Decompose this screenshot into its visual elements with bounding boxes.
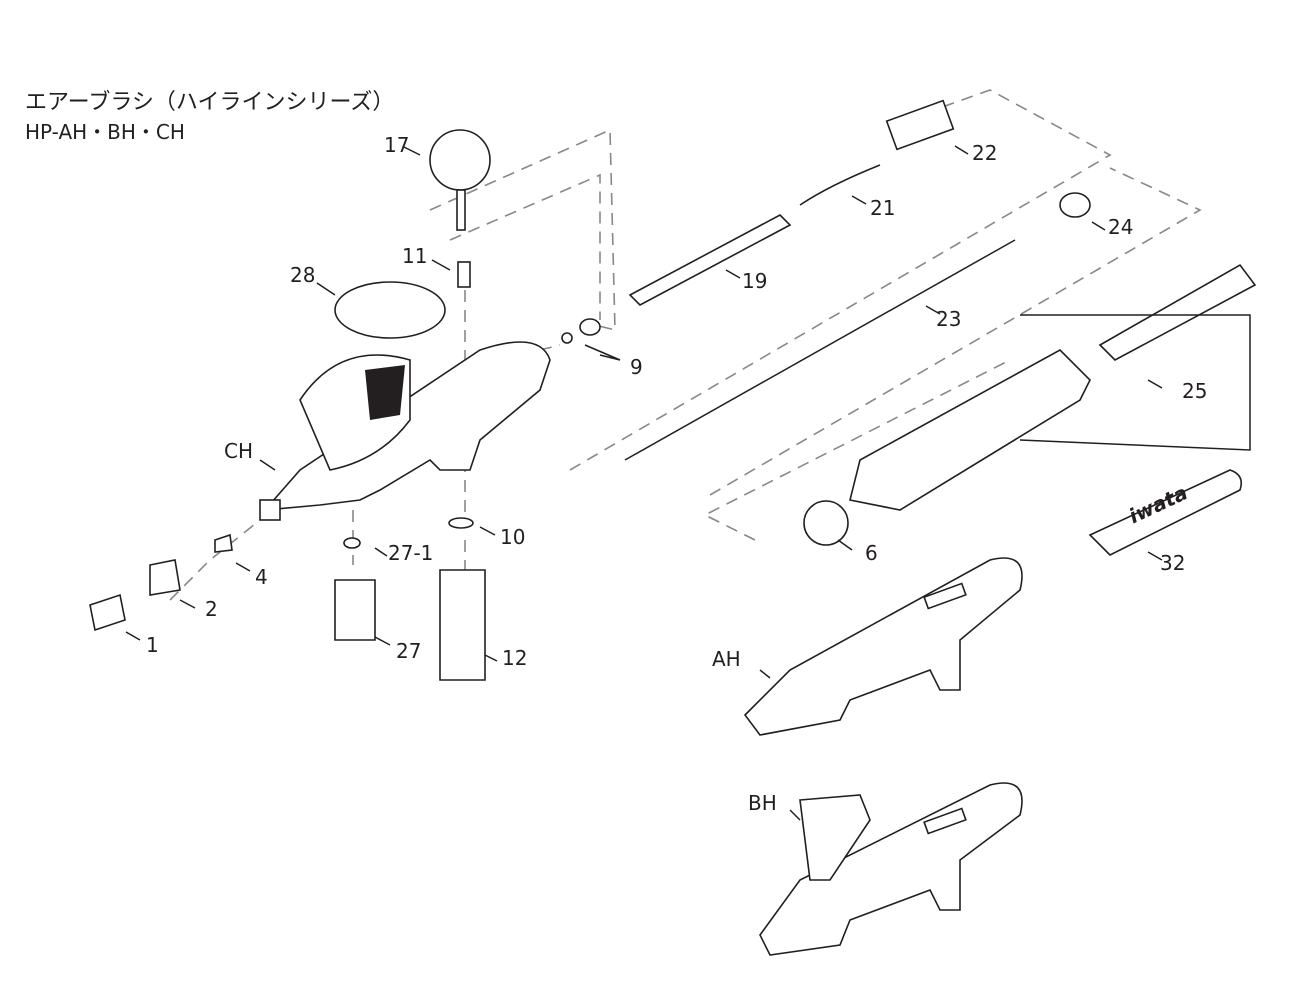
- label-19: 19: [742, 269, 767, 293]
- label-23: 23: [936, 307, 961, 331]
- label-21: 21: [870, 196, 895, 220]
- label-27-1: 27-1: [388, 541, 433, 565]
- guide-lines: [169, 89, 1202, 601]
- label-11: 11: [402, 244, 427, 268]
- label-ch: CH: [224, 439, 253, 463]
- label-28: 28: [290, 263, 315, 287]
- label-24: 24: [1108, 215, 1133, 239]
- leader-lines: [125, 145, 1163, 821]
- label-12: 12: [502, 646, 527, 670]
- label-17: 17: [384, 133, 409, 157]
- label-27: 27: [396, 639, 421, 663]
- airbrush-body-bh: [759, 782, 1023, 956]
- diagram-title: エアーブラシ（ハイラインシリーズ）: [25, 90, 395, 115]
- label-bh: BH: [748, 791, 777, 815]
- label-1: 1: [146, 633, 159, 657]
- airbrush-body-ch: [259, 281, 551, 521]
- parts: [89, 99, 1257, 681]
- airbrush-body-ah: [743, 557, 1023, 736]
- label-32: 32: [1160, 551, 1185, 575]
- label-ah: AH: [712, 647, 741, 671]
- label-10: 10: [500, 525, 525, 549]
- model-subtitle: HP-AH・BH・CH: [25, 120, 185, 144]
- label-25: 25: [1182, 379, 1207, 403]
- label-22: 22: [972, 141, 997, 165]
- label-9: 9: [630, 355, 643, 379]
- label-4: 4: [255, 565, 268, 589]
- label-2: 2: [205, 597, 218, 621]
- label-6: 6: [865, 541, 878, 565]
